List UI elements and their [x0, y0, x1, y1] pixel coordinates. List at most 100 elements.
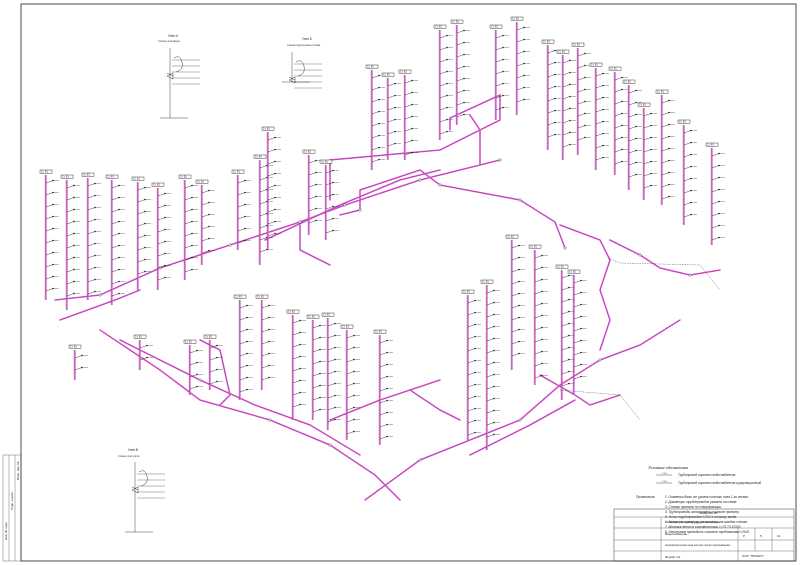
- detail-title: Узел А: [168, 34, 178, 38]
- riser-tag: [195, 179, 209, 184]
- floor-branch: [157, 193, 166, 197]
- riser-tag-label: Ст. В1: [321, 160, 328, 163]
- floor-branch: [371, 87, 380, 91]
- branch-valve: [73, 268, 75, 271]
- floor-branch: [404, 80, 413, 84]
- floor-branch: [467, 384, 476, 388]
- branch-valve: [353, 430, 355, 433]
- floor-branch: [259, 189, 268, 193]
- floor-branch: [308, 196, 317, 200]
- riser-tag: [133, 334, 147, 339]
- left-binding-strip: [2, 454, 22, 562]
- branch-valve: [690, 213, 692, 216]
- floor-branch: [189, 374, 198, 378]
- note-line: 4. Трубопроводы изолировать согласно про…: [665, 510, 740, 514]
- branch-valve: [315, 183, 317, 186]
- floor-branch: [573, 316, 582, 320]
- main-pipe: [469, 399, 576, 456]
- floor-branch: [209, 381, 218, 385]
- floor-branch: [371, 75, 380, 79]
- riser-tag: [398, 69, 412, 74]
- doc-code: Шифр ВК-03: [700, 511, 718, 515]
- floor-branch: [137, 235, 146, 239]
- branch-valve: [474, 431, 476, 434]
- floor-branch: [467, 312, 476, 316]
- legend-symbol: —V—: [661, 471, 668, 475]
- floor-branch: [237, 192, 246, 196]
- detail-loop: [173, 56, 183, 73]
- riser-tag-label: Ст. В1: [507, 235, 514, 238]
- floor-branch: [184, 185, 193, 189]
- branch-valve: [474, 395, 476, 398]
- floor-branch: [577, 89, 586, 93]
- floor-branch: [292, 320, 301, 324]
- floor-branch: [267, 161, 276, 165]
- riser-tag-label: Ст. В1: [657, 90, 664, 93]
- branch-valve: [144, 270, 146, 273]
- floor-branch: [614, 77, 623, 81]
- branch-valve: [474, 347, 476, 350]
- branch-valve: [621, 88, 623, 91]
- branch-valve: [502, 58, 504, 61]
- floor-branch: [439, 95, 448, 99]
- main-pipe-edge: [609, 239, 721, 276]
- branch-valve: [118, 184, 120, 187]
- branch-valve: [332, 181, 334, 184]
- branch-valve: [94, 206, 96, 209]
- floor-branch: [237, 180, 246, 184]
- floor-branch: [683, 214, 692, 218]
- branch-valve: [73, 208, 75, 211]
- floor-branch: [312, 373, 321, 377]
- branch-valve: [191, 256, 193, 259]
- floor-branch: [267, 221, 276, 225]
- floor-branch: [387, 119, 396, 123]
- riser-tag: [319, 159, 333, 164]
- pipe-fitting: [598, 358, 602, 362]
- branch-valve: [602, 120, 604, 123]
- riser-tag-label: Ст. В1: [569, 270, 576, 273]
- floor-branch: [561, 359, 570, 363]
- branch-valve: [118, 196, 120, 199]
- branch-valve: [164, 228, 166, 231]
- branch-valve: [73, 244, 75, 247]
- floor-branch: [573, 352, 582, 356]
- floor-branch: [711, 213, 720, 217]
- branch-valve: [94, 182, 96, 185]
- branch-valve: [246, 376, 248, 379]
- riser-tag-label: Ст. В1: [83, 173, 90, 176]
- branch-valve: [274, 148, 276, 151]
- pipe-fitting: [98, 293, 102, 297]
- branch-valve: [332, 205, 334, 208]
- branch-valve: [144, 210, 146, 213]
- detail-subtitle: Схема узла ввода: [158, 39, 180, 43]
- floor-branch: [628, 114, 637, 118]
- floor-branch: [327, 323, 336, 327]
- valve-symbol: [288, 76, 296, 84]
- branch-valve: [334, 418, 336, 421]
- floor-branch: [308, 184, 317, 188]
- branch-valve: [580, 279, 582, 282]
- riser-tag: [253, 154, 267, 159]
- main-pipe-edge: [559, 224, 611, 351]
- branch-valve: [493, 433, 495, 436]
- floor-branch: [614, 125, 623, 129]
- branch-valve: [463, 77, 465, 80]
- floor-branch: [157, 277, 166, 281]
- branch-valve: [568, 346, 570, 349]
- branch-valve: [315, 219, 317, 222]
- floor-branch: [711, 189, 720, 193]
- floor-branch: [562, 96, 571, 100]
- riser-tag-label: Ст. В1: [288, 310, 295, 313]
- branch-valve: [319, 384, 321, 387]
- floor-branch: [495, 59, 504, 63]
- pipe-fitting: [198, 378, 202, 382]
- branch-valve: [523, 50, 525, 53]
- floor-branch: [327, 335, 336, 339]
- riser-tag: [480, 279, 494, 284]
- branch-valve: [52, 263, 54, 266]
- title-block: Шифр ВК-03 г. Москва, Многоквартирный жи…: [613, 508, 795, 562]
- main-pipe-edge: [264, 169, 441, 241]
- riser-tag: [655, 89, 669, 94]
- floor-branch: [534, 255, 543, 259]
- pipe-fitting: [518, 198, 522, 202]
